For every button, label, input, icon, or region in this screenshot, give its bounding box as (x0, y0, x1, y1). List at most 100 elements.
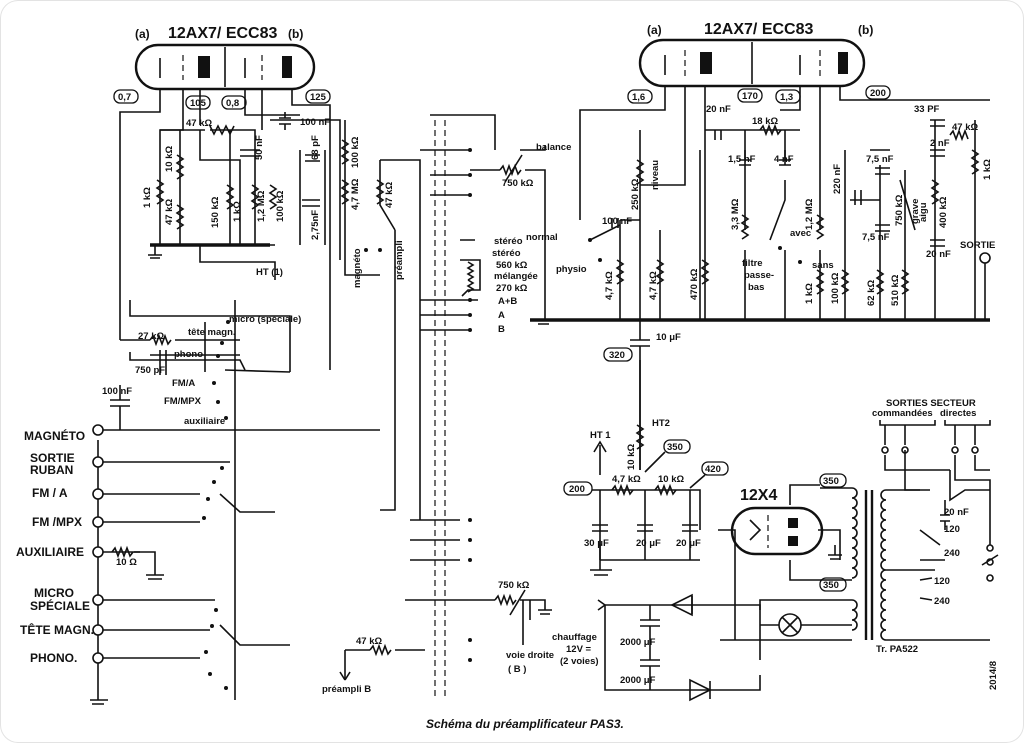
svg-text:20 nF: 20 nF (706, 104, 731, 115)
svg-text:magnéto: magnéto (352, 248, 363, 288)
svg-text:350: 350 (823, 580, 839, 591)
svg-text:1 kΩ: 1 kΩ (142, 187, 153, 208)
svg-text:2,75nF: 2,75nF (310, 210, 321, 240)
svg-text:sans: sans (812, 260, 834, 271)
svg-text:2000 μF: 2000 μF (620, 675, 656, 686)
right-tube-section-a: (a) (647, 23, 662, 37)
svg-text:A: A (498, 310, 505, 321)
input-micro-label: MICRO (34, 586, 74, 600)
svg-text:270 kΩ: 270 kΩ (496, 283, 528, 294)
input-jacks: MAGNÉTO SORTIE RUBAN FM / A FM /MPX AUXI… (16, 300, 380, 705)
svg-text:20 nF: 20 nF (926, 249, 951, 260)
figure-caption: Schéma du préamplificateur PAS3. (426, 717, 624, 731)
svg-text:chauffage: chauffage (552, 632, 597, 643)
heater-supply: chauffage 12V = (2 voies) 2000 μF 2000 μ… (552, 593, 852, 702)
record-switch: 47 kΩ magnéto préampli (344, 159, 421, 520)
svg-text:33 PF: 33 PF (914, 104, 940, 115)
svg-text:400 kΩ: 400 kΩ (938, 196, 949, 228)
left-stage-wiring (119, 89, 346, 372)
svg-text:niveau: niveau (650, 160, 661, 190)
svg-text:125: 125 (310, 92, 327, 103)
rectifier-tube: 12X4 350 350 (718, 473, 847, 640)
svg-text:10 Ω: 10 Ω (116, 557, 137, 568)
svg-text:1,5 nF: 1,5 nF (728, 154, 756, 165)
left-tube-voltages: 0,7 105 0,8 125 (113, 89, 331, 110)
svg-text:47 kΩ: 47 kΩ (186, 118, 212, 129)
input-magneto-label: MAGNÉTO (24, 428, 85, 443)
svg-text:560 kΩ: 560 kΩ (496, 260, 528, 271)
svg-text:100 nF: 100 nF (102, 386, 132, 397)
svg-text:1 kΩ: 1 kΩ (232, 201, 243, 222)
right-tube: 12AX7/ ECC83 (a) (b) (638, 21, 873, 88)
svg-text:47 kΩ: 47 kΩ (356, 636, 382, 647)
svg-text:200: 200 (569, 484, 585, 495)
svg-text:240: 240 (944, 548, 960, 559)
svg-text:320: 320 (609, 350, 625, 361)
svg-text:SORTIE: SORTIE (960, 240, 995, 251)
svg-text:68 pF: 68 pF (310, 135, 321, 160)
svg-text:100 kΩ: 100 kΩ (275, 190, 286, 222)
svg-text:4 nF: 4 nF (774, 154, 794, 165)
svg-text:750 kΩ: 750 kΩ (894, 194, 905, 226)
svg-text:FM/A: FM/A (172, 378, 195, 389)
svg-text:150 kΩ: 150 kΩ (210, 196, 221, 228)
svg-text:10 kΩ: 10 kΩ (626, 444, 637, 470)
left-tube-envelope (134, 43, 316, 91)
svg-text:30 μF: 30 μF (584, 538, 609, 549)
svg-text:commandées: commandées (872, 408, 933, 419)
svg-text:105: 105 (190, 98, 207, 109)
left-tube-section-a: (a) (135, 27, 150, 41)
svg-text:3,3 MΩ: 3,3 MΩ (730, 198, 741, 230)
svg-text:350: 350 (667, 442, 683, 453)
svg-text:tête magn.: tête magn. (188, 327, 236, 338)
right-tube-section-b: (b) (858, 23, 873, 37)
left-stage-resistors (155, 139, 350, 230)
svg-text:micro (spéciale): micro (spéciale) (229, 314, 301, 325)
svg-text:Tr. PA522: Tr. PA522 (876, 644, 918, 655)
svg-text:SORTIES SECTEUR: SORTIES SECTEUR (886, 398, 976, 409)
svg-text:12X4: 12X4 (740, 487, 777, 504)
svg-text:7,5 nF: 7,5 nF (866, 154, 894, 165)
svg-text:( B ): ( B ) (508, 664, 526, 675)
svg-text:7,5 nF: 7,5 nF (862, 232, 890, 243)
svg-text:HT (1): HT (1) (256, 267, 283, 278)
svg-text:0,8: 0,8 (226, 98, 239, 109)
svg-text:18 kΩ: 18 kΩ (752, 116, 778, 127)
svg-text:1,2 MΩ: 1,2 MΩ (256, 190, 267, 222)
input-phono-label: PHONO. (30, 651, 77, 665)
left-tube: 12AX7/ ECC83 (a) (b) (134, 25, 316, 91)
input-selector: micro (spéciale) tête magn. phono FM/A F… (102, 314, 301, 430)
svg-text:27 kΩ: 27 kΩ (138, 331, 164, 342)
svg-text:510 kΩ: 510 kΩ (890, 274, 901, 306)
svg-text:470 kΩ: 470 kΩ (689, 268, 700, 300)
svg-text:170: 170 (742, 91, 758, 102)
transformer: Tr. PA522 (720, 487, 990, 655)
svg-text:120: 120 (944, 524, 960, 535)
svg-text:1,6: 1,6 (632, 92, 645, 103)
figure-code: 2014/8 (988, 661, 999, 690)
svg-text:aigu: aigu (918, 202, 929, 222)
right-stage-labels: normal physio 100 nF 250 kΩ niveau 4,7 k… (526, 104, 995, 343)
svg-text:1,2 MΩ: 1,2 MΩ (804, 198, 815, 230)
input-auxiliaire-label: AUXILIAIRE (16, 545, 84, 559)
input-sortie-label: SORTIE (30, 451, 75, 465)
svg-text:1 kΩ: 1 kΩ (982, 159, 993, 180)
svg-text:47 kΩ: 47 kΩ (164, 199, 175, 225)
svg-text:20 μF: 20 μF (636, 538, 661, 549)
svg-text:HT 1: HT 1 (590, 430, 611, 441)
right-tube-voltages: 1,6 170 1,3 200 (627, 85, 891, 104)
svg-text:47 kΩ: 47 kΩ (384, 182, 395, 208)
svg-text:bas: bas (748, 282, 764, 293)
svg-text:préampli: préampli (394, 240, 405, 280)
svg-text:420: 420 (705, 464, 721, 475)
svg-text:2000 μF: 2000 μF (620, 637, 656, 648)
svg-text:100 kΩ: 100 kΩ (830, 272, 841, 304)
svg-text:stéréo: stéréo (492, 248, 521, 259)
svg-text:120: 120 (934, 576, 950, 587)
svg-text:750 kΩ: 750 kΩ (502, 178, 534, 189)
right-tube-envelope (638, 38, 866, 88)
power-supply: 320 200 350 420 HT 1 HT2 10 kΩ 4,7 kΩ 10… (563, 347, 729, 576)
input-tete-magn-label: TÊTE MAGN. (20, 622, 94, 637)
svg-text:750 kΩ: 750 kΩ (498, 580, 530, 591)
